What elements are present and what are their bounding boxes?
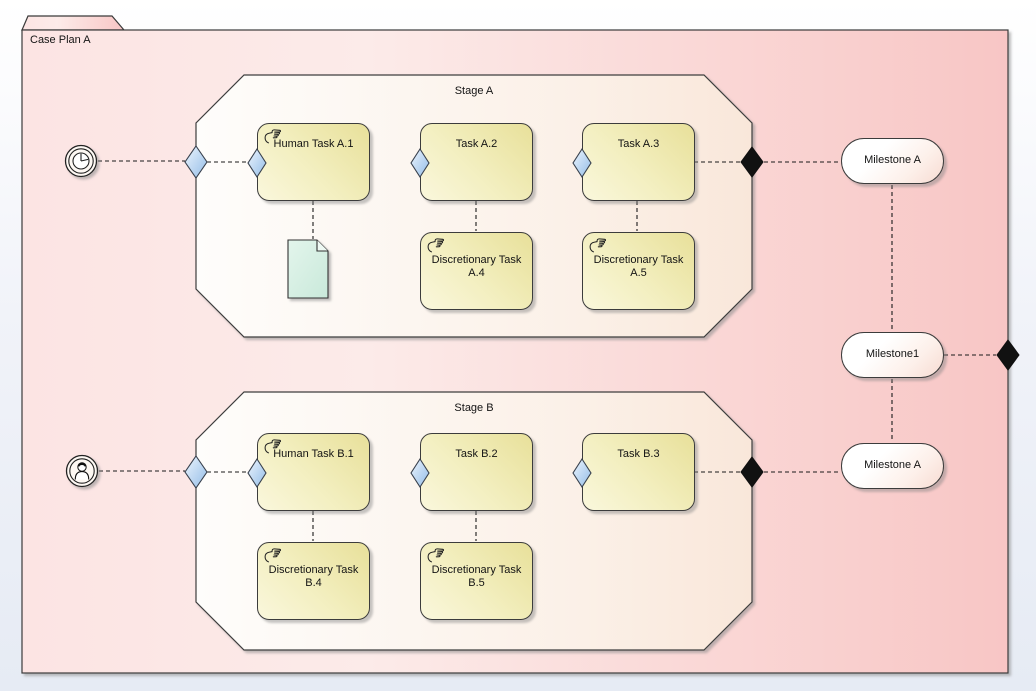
milestone-label: Milestone1: [865, 348, 920, 360]
connector-group: [98, 160, 996, 541]
task-human-a1[interactable]: Human Task A.1: [257, 123, 370, 201]
milestone-1[interactable]: Milestone1: [841, 332, 944, 378]
task-a3[interactable]: Task A.3: [582, 123, 695, 201]
task-discretionary-b5[interactable]: Discretionary Task B.5: [420, 542, 533, 620]
task-discretionary-a4[interactable]: Discretionary Task A.4: [420, 232, 533, 310]
task-label: Human Task B.1: [273, 448, 354, 460]
task-label: Task B.3: [617, 448, 660, 460]
case-file-item-document[interactable]: [287, 239, 329, 299]
task-label: Discretionary Task B.4: [268, 564, 359, 589]
clock-icon: [72, 152, 90, 170]
manual-task-hand-icon: [588, 237, 608, 253]
stage-b-label: Stage B: [454, 402, 494, 414]
case-plan-label: Case Plan A: [30, 34, 91, 46]
task-discretionary-a5[interactable]: Discretionary Task A.5: [582, 232, 695, 310]
stage-a-label: Stage A: [454, 85, 494, 97]
manual-task-hand-icon: [426, 547, 446, 563]
task-a2[interactable]: Task A.2: [420, 123, 533, 201]
task-label: Task A.2: [455, 138, 498, 150]
milestone-label: Milestone A: [864, 459, 921, 471]
case-plan-folder-tab[interactable]: [21, 15, 126, 31]
task-label: Discretionary Task B.5: [431, 564, 522, 589]
milestone-a-top[interactable]: Milestone A: [841, 138, 944, 184]
milestone-a-bottom[interactable]: Milestone A: [841, 443, 944, 489]
manual-task-hand-icon: [426, 237, 446, 253]
manual-task-hand-icon: [263, 547, 283, 563]
task-label: Human Task A.1: [273, 138, 354, 150]
task-b2[interactable]: Task B.2: [420, 433, 533, 511]
user-event-listener[interactable]: [65, 454, 99, 488]
task-label: Discretionary Task A.5: [593, 254, 684, 279]
task-discretionary-b4[interactable]: Discretionary Task B.4: [257, 542, 370, 620]
task-label: Task B.2: [455, 448, 498, 460]
person-icon: [74, 462, 90, 480]
milestone-label: Milestone A: [864, 154, 921, 166]
task-label: Discretionary Task A.4: [431, 254, 522, 279]
task-human-b1[interactable]: Human Task B.1: [257, 433, 370, 511]
document-fold-corner: [316, 240, 328, 252]
task-label: Task A.3: [617, 138, 660, 150]
task-b3[interactable]: Task B.3: [582, 433, 695, 511]
timer-event-listener[interactable]: [64, 144, 98, 178]
